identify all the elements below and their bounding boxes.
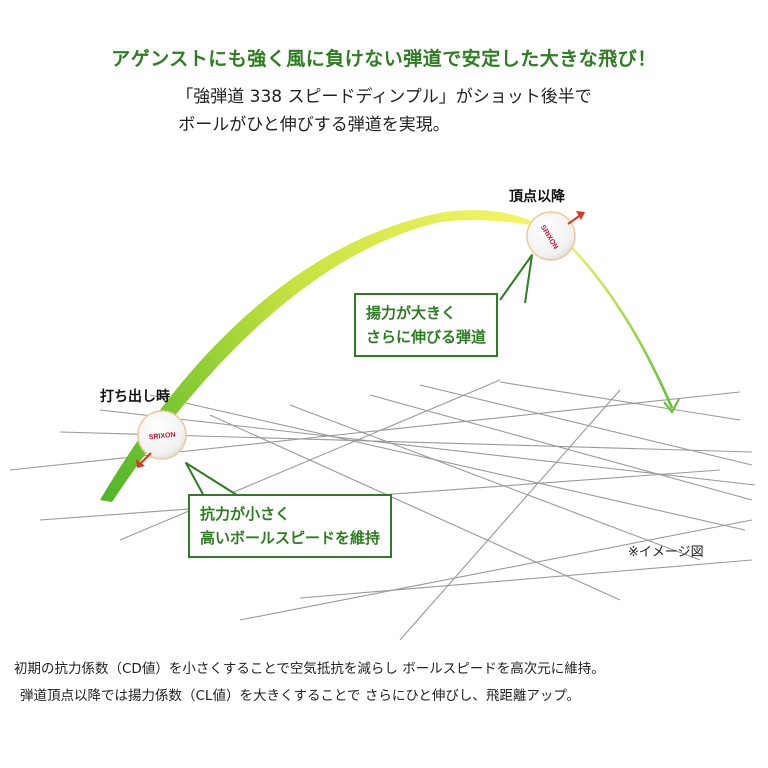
callout-launch-line-1: 抗力が小さく [200,505,291,523]
callout-apex: 揚力が大きく さらに伸びる弾道 [354,293,499,357]
footer-line-2: 弾道頂点以降では揚力係数（CL値）を大きくすることで さらにひと伸びし、飛距離ア… [20,688,581,704]
label-apex: 頂点以降 [509,189,565,205]
landing-arrow-icon [663,398,680,414]
trajectory-ascent [100,210,545,503]
trajectory-descent [571,247,674,409]
callout-launch: 抗力が小さく 高いボールスピードを維持 [188,494,393,558]
callout-launch-pointer [185,462,241,499]
callout-apex-line-2: さらに伸びる弾道 [366,328,487,346]
label-launch: 打ち出し時 [100,389,170,405]
subheadline-line-1: 「強弾道 338 スピードディンプル」がショット後半で [176,87,592,107]
golf-ball-launch: SRIXON [137,410,187,460]
callout-apex-pointer [499,254,533,304]
image-note: ※イメージ図 [628,545,704,560]
ball-logo-launch: SRIXON [148,432,175,442]
lift-arrow-icon [567,211,585,225]
callout-launch-line-2: 高いボールスピードを維持 [200,529,381,547]
golf-ball-apex: SRIXON [526,211,576,261]
subheadline-line-2: ボールがひと伸びする弾道を実現。 [178,115,450,135]
callout-apex-line-1: 揚力が大きく [366,304,457,322]
headline: アゲンストにも強く風に負けない弾道で安定した大きな飛び！ [111,48,657,70]
drag-arrow-icon [136,452,152,468]
footer-line-1: 初期の抗力係数（CD値）を小さくすることで空気抵抗を減らし ボールスピードを高次… [14,661,605,677]
